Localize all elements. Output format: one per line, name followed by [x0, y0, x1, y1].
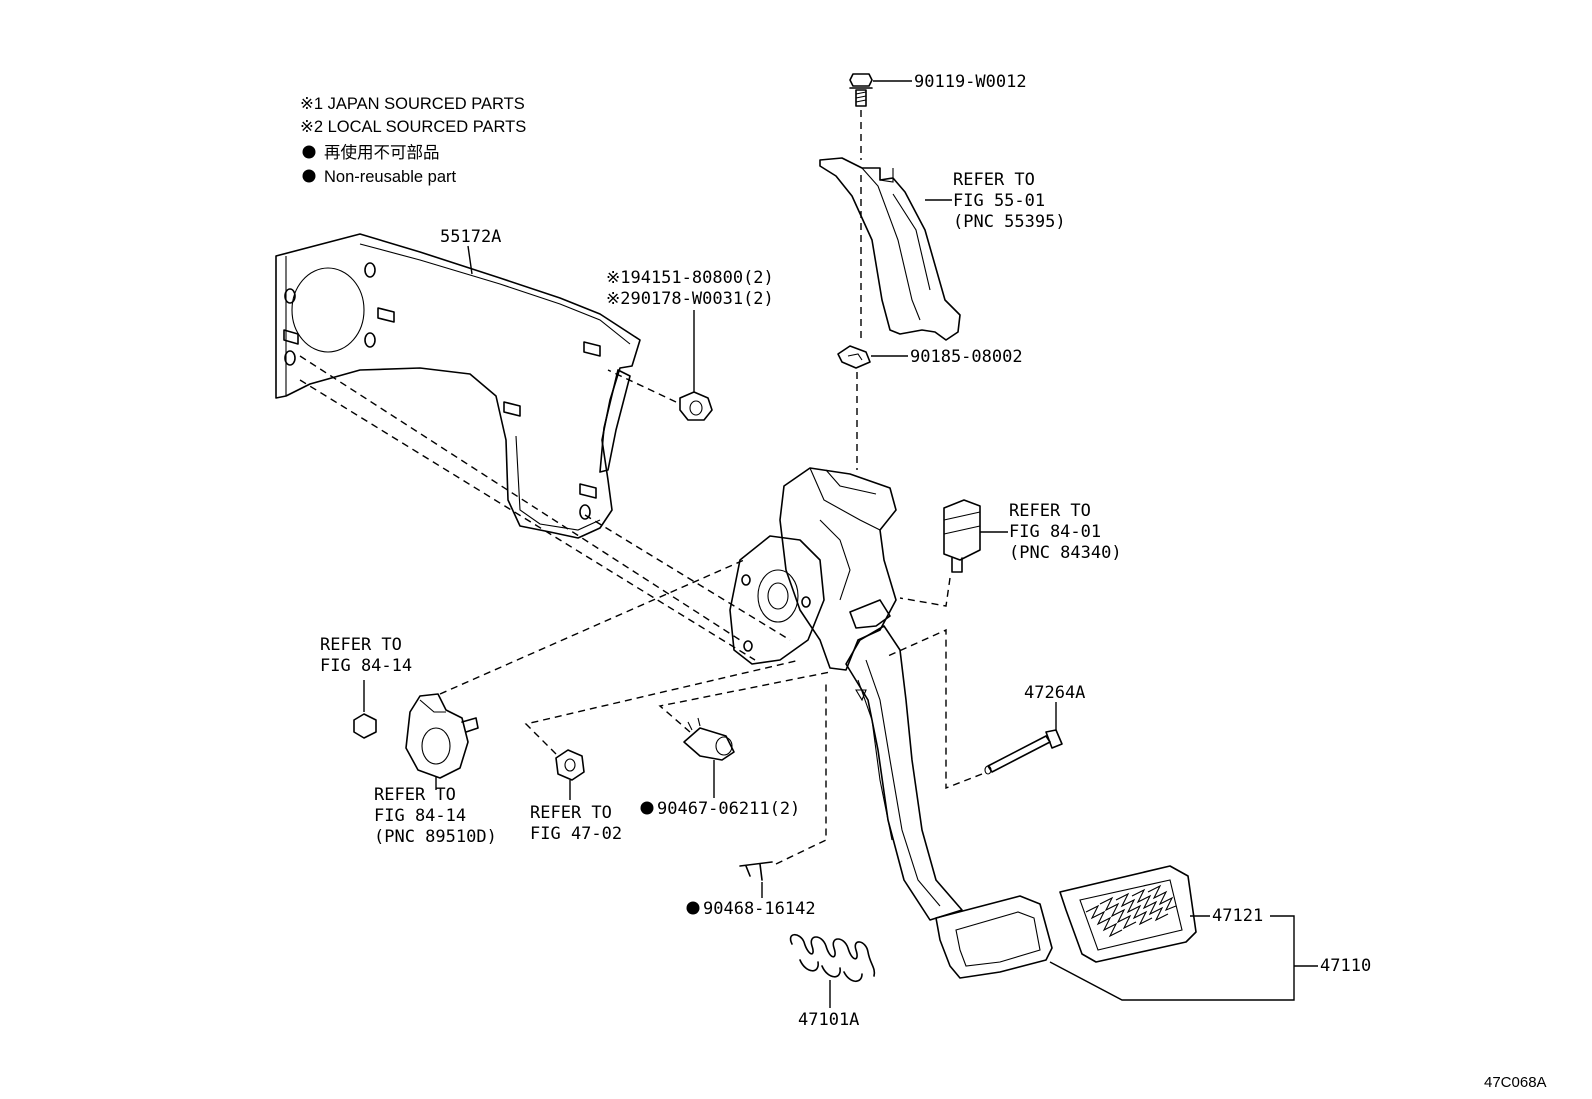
label-47264A: 47264A — [1024, 683, 1085, 703]
label-90119: 90119-W0012 — [914, 72, 1027, 92]
legend-non-reusable-jp: 再使用不可部品 — [324, 143, 440, 162]
pedal-pad-47121-icon — [1059, 865, 1197, 963]
return-spring-47101A-icon — [789, 933, 876, 983]
upper-bracket-icon — [819, 157, 961, 341]
pedal-foot-plate-icon — [935, 895, 1053, 979]
label-ref-84-14-bottom-line1: REFER TO — [374, 785, 456, 805]
flange-nut-194151-icon — [679, 391, 713, 421]
label-ref-47-02-line2: FIG 47-02 — [530, 824, 622, 844]
brake-pedal-support-icon — [729, 467, 897, 671]
label-ref-47-02-line1: REFER TO — [530, 803, 612, 823]
label-47101A: 47101A — [798, 1010, 859, 1030]
label-47121: 47121 — [1212, 906, 1263, 926]
label-ref-84-14-top-line2: FIG 84-14 — [320, 656, 412, 676]
brake-pedal-arm-icon — [845, 625, 963, 921]
dash-sensor — [439, 559, 745, 695]
sensor-nut-icon — [353, 713, 377, 739]
clip-90468-icon — [739, 861, 773, 881]
label-55172A: 55172A — [440, 227, 501, 247]
label-ref-55-line1: REFER TO — [953, 170, 1035, 190]
bolt-90119-icon — [849, 73, 873, 107]
dash-84340 — [899, 577, 951, 607]
figure-id: 47C068A — [1484, 1074, 1547, 1091]
leader-55172A — [467, 245, 473, 275]
non-reusable-dot-icon — [686, 901, 700, 915]
non-reusable-dot-icon — [302, 145, 316, 159]
pedal-stroke-sensor-icon — [405, 693, 479, 779]
stop-lamp-switch-icon — [943, 499, 981, 573]
label-290178: ※290178-W0031(2) — [606, 289, 774, 309]
dash-bracket-pedal-2 — [299, 379, 756, 661]
nut-47-02-icon — [555, 749, 585, 781]
dash-47-02 — [524, 659, 801, 755]
leader-47110-bracket — [1049, 915, 1295, 1001]
dash-90468 — [775, 680, 827, 865]
label-90468: 90468-16142 — [703, 899, 816, 919]
clip-nut-90185-icon — [837, 345, 871, 369]
label-90467: 90467-06211(2) — [657, 799, 800, 819]
label-ref-84-14-top-line1: REFER TO — [320, 635, 402, 655]
pedal-pin-47264A-icon — [984, 729, 1063, 775]
label-ref-84-01-line2: FIG 84-01 — [1009, 522, 1101, 542]
label-ref-55-line3: (PNC 55395) — [953, 212, 1066, 232]
dash-bracket-pedal-1 — [299, 355, 741, 641]
pedal-mounting-bracket-55172A-icon — [275, 233, 641, 539]
label-ref-55-line2: FIG 55-01 — [953, 191, 1045, 211]
label-47110: 47110 — [1320, 956, 1371, 976]
non-reusable-dot-icon — [302, 169, 316, 183]
label-194151: ※194151-80800(2) — [606, 268, 774, 288]
legend-non-reusable-en: Non-reusable part — [324, 168, 456, 186]
legend-local-sourced: ※2 LOCAL SOURCED PARTS — [300, 118, 526, 136]
non-reusable-dot-icon — [640, 801, 654, 815]
dash-47264A — [887, 628, 983, 790]
legend-japan-sourced: ※1 JAPAN SOURCED PARTS — [300, 95, 525, 113]
dash-90467 — [658, 671, 831, 733]
dash-bracket-pedal-3 — [584, 514, 791, 641]
label-ref-84-01-line1: REFER TO — [1009, 501, 1091, 521]
stopper-cushion-90467-icon — [683, 717, 735, 761]
label-ref-84-14-bottom-line3: (PNC 89510D) — [374, 827, 497, 847]
dash-nut-bracket — [607, 369, 677, 403]
label-90185: 90185-08002 — [910, 347, 1023, 367]
label-ref-84-01-line3: (PNC 84340) — [1009, 543, 1122, 563]
legend: ※1 JAPAN SOURCED PARTS ※2 LOCAL SOURCED … — [300, 95, 526, 186]
label-ref-84-14-bottom-line2: FIG 84-14 — [374, 806, 466, 826]
